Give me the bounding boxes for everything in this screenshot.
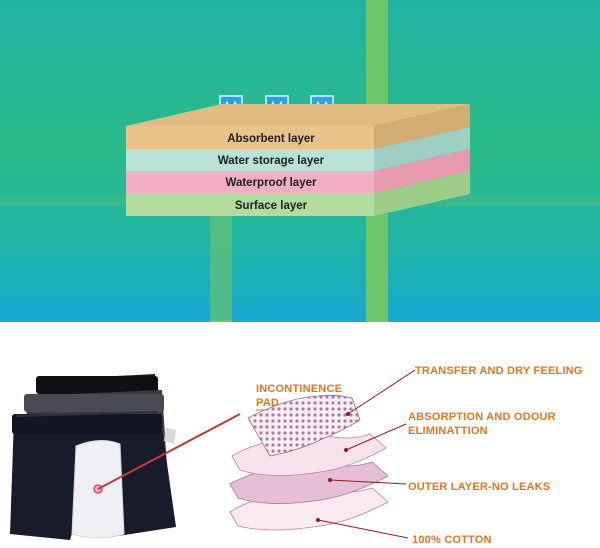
waistband-navy: [12, 414, 162, 434]
callout-line-absorption: [345, 423, 407, 451]
layer-label-water-storage: Water storage layer: [218, 155, 325, 167]
layer-stack: Absorbent layer Water storage layer Wate…: [126, 104, 470, 216]
callout-line-outer: [329, 479, 407, 485]
layer-top-face: [126, 104, 470, 126]
product-callout-svg: INCONTINENCE PAD TRANSFER AND DRY FEELIN…: [10, 365, 583, 546]
callout-outer: OUTER LAYER-NO LEAKS: [408, 481, 550, 493]
layer-waterproof: [126, 171, 374, 193]
callout-line-transfer: [347, 369, 416, 415]
callout-dot: [346, 412, 350, 416]
underwear-illustration: [10, 374, 176, 540]
callout-absorption-line1: ABSORPTION AND ODOUR: [408, 411, 556, 423]
callout-dot: [344, 448, 348, 452]
layer-water-storage: [126, 149, 374, 171]
layer-label-absorbent: Absorbent layer: [227, 133, 315, 145]
layer-surface: [126, 193, 374, 216]
waistband-highlight: [15, 411, 159, 417]
layer-side-surface: [374, 171, 470, 216]
callout-absorption-line2: ELIMINATTION: [408, 425, 488, 437]
layer-label-surface: Surface layer: [235, 200, 308, 212]
layer-label-waterproof: Waterproof layer: [226, 177, 317, 189]
layer-structure-svg: Absorbent layer Water storage layer Wate…: [0, 0, 600, 322]
waistband-grey: [24, 394, 164, 412]
callout-cotton: 100% COTTON: [412, 534, 492, 546]
callout-line-cotton: [317, 519, 409, 539]
exploded-layers: [229, 394, 389, 531]
callout-dot: [328, 478, 332, 482]
callout-transfer: TRANSFER AND DRY FEELING: [415, 365, 583, 377]
layer-side-waterproof: [374, 149, 470, 193]
callout-lines: [316, 369, 416, 539]
layer-structure-diagram: Absorbent layer Water storage layer Wate…: [0, 0, 600, 322]
layer-side-absorbent: [374, 104, 470, 149]
pad-label-line2: PAD: [256, 397, 279, 409]
layer-side-water-storage: [374, 127, 470, 171]
layer-absorbent: [126, 126, 374, 149]
callout-dot: [316, 518, 320, 522]
product-callout-diagram: INCONTINENCE PAD TRANSFER AND DRY FEELIN…: [0, 322, 600, 548]
waistband-black: [36, 376, 158, 394]
tag-label: [164, 427, 176, 444]
pad-label-line1: INCONTINENCE: [256, 383, 342, 395]
pad-connector-line: [97, 413, 241, 490]
